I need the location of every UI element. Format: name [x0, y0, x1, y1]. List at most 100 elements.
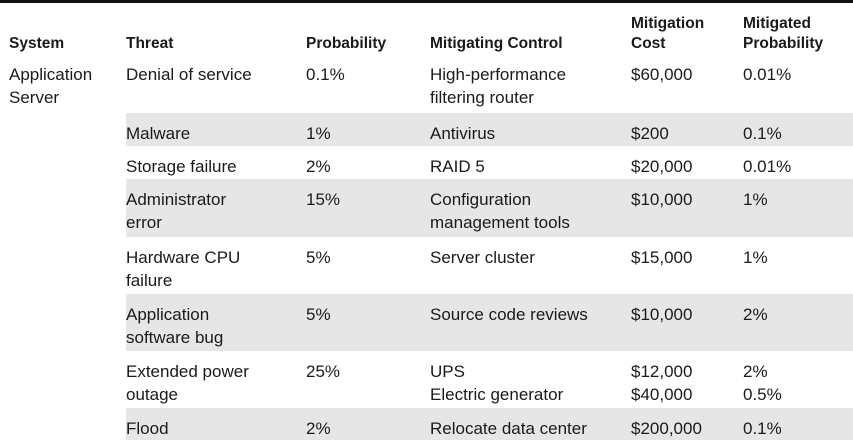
mitigated-probability-cell-line: 1% — [743, 248, 768, 267]
mitigated-probability-cell-line: 0.01% — [743, 65, 792, 84]
mitigation-cost-cell: $20,000 — [631, 146, 743, 179]
system-cell — [0, 408, 126, 440]
mitigating-control-cell: UPS Electric generator — [430, 351, 631, 408]
system-cell — [0, 179, 126, 237]
mitigation-cost-cell: $200 — [631, 113, 743, 146]
probability-cell: 5% — [306, 248, 331, 267]
probability-cell: 15% — [306, 190, 341, 209]
probability-cell: 5% — [306, 305, 331, 324]
risk-mitigation-table: System Threat Probability Mitigating Con… — [0, 3, 853, 440]
header-mitprob-line2: Probability — [743, 35, 824, 52]
system-name-line2: Server — [9, 88, 60, 107]
mitigation-cost-cell: $10,000 — [631, 294, 743, 351]
mitigating-control-cell: RAID 5 — [430, 146, 631, 179]
mitigated-probability-cell-line: 0.01% — [743, 157, 792, 176]
mitigated-probability-cell: 2% 0.5% — [743, 351, 853, 408]
threat-cell-line: Administrator — [126, 190, 227, 209]
threat-cell-line: Storage failure — [126, 157, 237, 176]
mitigated-probability-cell-line: 0.1% — [743, 419, 782, 438]
mitigating-control-cell: Relocate data center — [430, 408, 631, 440]
threat-cell-line: outage — [126, 385, 178, 404]
mitigation-cost-cell: $15,000 — [631, 237, 743, 294]
mitigated-probability-cell: 0.1% — [743, 113, 853, 146]
mitigated-probability-cell: 2% — [743, 294, 853, 351]
mitigating-control-cell-line: Configuration — [430, 190, 532, 209]
table-row: Application software bug 5% Source code rev… — [0, 294, 853, 351]
mitigated-probability-cell-line: 0.5% — [743, 385, 782, 404]
mitigation-cost-cell-line: $10,000 — [631, 305, 693, 324]
mitigation-cost-cell-line: $15,000 — [631, 248, 693, 267]
threat-cell-line: Extended power — [126, 362, 249, 381]
header-threat: Threat — [126, 35, 174, 52]
mitigated-probability-cell: 0.01% — [743, 146, 853, 179]
mitigated-probability-cell-line: 0.1% — [743, 124, 782, 143]
header-cost-line1: Mitigation — [631, 15, 705, 32]
probability-cell: 0.1% — [306, 65, 345, 84]
mitigation-cost-cell-line: $20,000 — [631, 157, 693, 176]
threat-cell: Flood — [126, 408, 306, 440]
threat-cell: Malware — [126, 113, 306, 146]
mitigating-control-cell: Server cluster — [430, 237, 631, 294]
mitigation-cost-cell-line: $200 — [631, 124, 669, 143]
header-cost-line2: Cost — [631, 35, 666, 52]
mitigation-cost-cell: $200,000 — [631, 408, 743, 440]
threat-cell-line: Application — [126, 305, 210, 324]
mitigating-control-cell-line: management tools — [430, 213, 570, 232]
mitigating-control-cell-line: UPS — [430, 362, 465, 381]
table-row: Extended power outage 25% UPS Electric gener… — [0, 351, 853, 408]
mitigating-control-cell-line: RAID 5 — [430, 157, 485, 176]
threat-cell: Storage failure — [126, 146, 306, 179]
system-cell — [0, 351, 126, 408]
system-cell — [0, 237, 126, 294]
mitigated-probability-cell: 1% — [743, 237, 853, 294]
threat-cell: Application software bug — [126, 294, 306, 351]
threat-cell-line: Denial of service — [126, 65, 252, 84]
mitigating-control-cell-line: Relocate data center — [430, 419, 587, 438]
system-cell — [0, 146, 126, 179]
mitigation-cost-cell: $12,000$40,000 — [631, 351, 743, 408]
mitigating-control-cell: Source code reviews — [430, 294, 631, 351]
mitigating-control-cell: Configuration management tools — [430, 179, 631, 237]
probability-cell: 2% — [306, 419, 331, 438]
threat-cell-line: Flood — [126, 419, 169, 438]
header-system: System — [9, 35, 65, 52]
mitigating-control-cell-line: Source code reviews — [430, 305, 588, 324]
threat-cell: Denial of service — [126, 54, 306, 113]
mitigation-cost-cell-line: $40,000 — [631, 385, 693, 404]
header-mitigating-control: Mitigating Control — [430, 35, 563, 52]
threat-cell: Extended power outage — [126, 351, 306, 408]
mitigating-control-cell-line: High-performance — [430, 65, 567, 84]
mitigating-control-cell-line: Electric generator — [430, 385, 564, 404]
mitigated-probability-cell-line: 2% — [743, 362, 768, 381]
probability-cell: 25% — [306, 362, 341, 381]
probability-cell: 2% — [306, 157, 331, 176]
threat-cell-line: software bug — [126, 328, 224, 347]
header-mitprob-line1: Mitigated — [743, 15, 812, 32]
header-probability: Probability — [306, 35, 387, 52]
mitigation-cost-cell-line: $60,000 — [631, 65, 693, 84]
table-row: Storage failure 2% RAID 5 $20,000 0.01% — [0, 146, 853, 179]
threat-cell-line: Malware — [126, 124, 191, 143]
mitigated-probability-cell-line: 1% — [743, 190, 768, 209]
mitigated-probability-cell: 0.01% — [743, 54, 853, 113]
system-name-line1: Application — [9, 65, 93, 84]
mitigating-control-cell: Antivirus — [430, 113, 631, 146]
threat-cell-line: failure — [126, 271, 173, 290]
mitigating-control-cell-line: Antivirus — [430, 124, 496, 143]
header-mitigation-cost: Mitigation Cost — [631, 3, 743, 54]
mitigated-probability-cell-line: 2% — [743, 305, 768, 324]
header-row: System Threat Probability Mitigating Con… — [0, 3, 853, 54]
mitigation-cost-cell: $60,000 — [631, 54, 743, 113]
system-cell — [0, 294, 126, 351]
header-mitigated-probability: Mitigated Probability — [743, 3, 853, 54]
